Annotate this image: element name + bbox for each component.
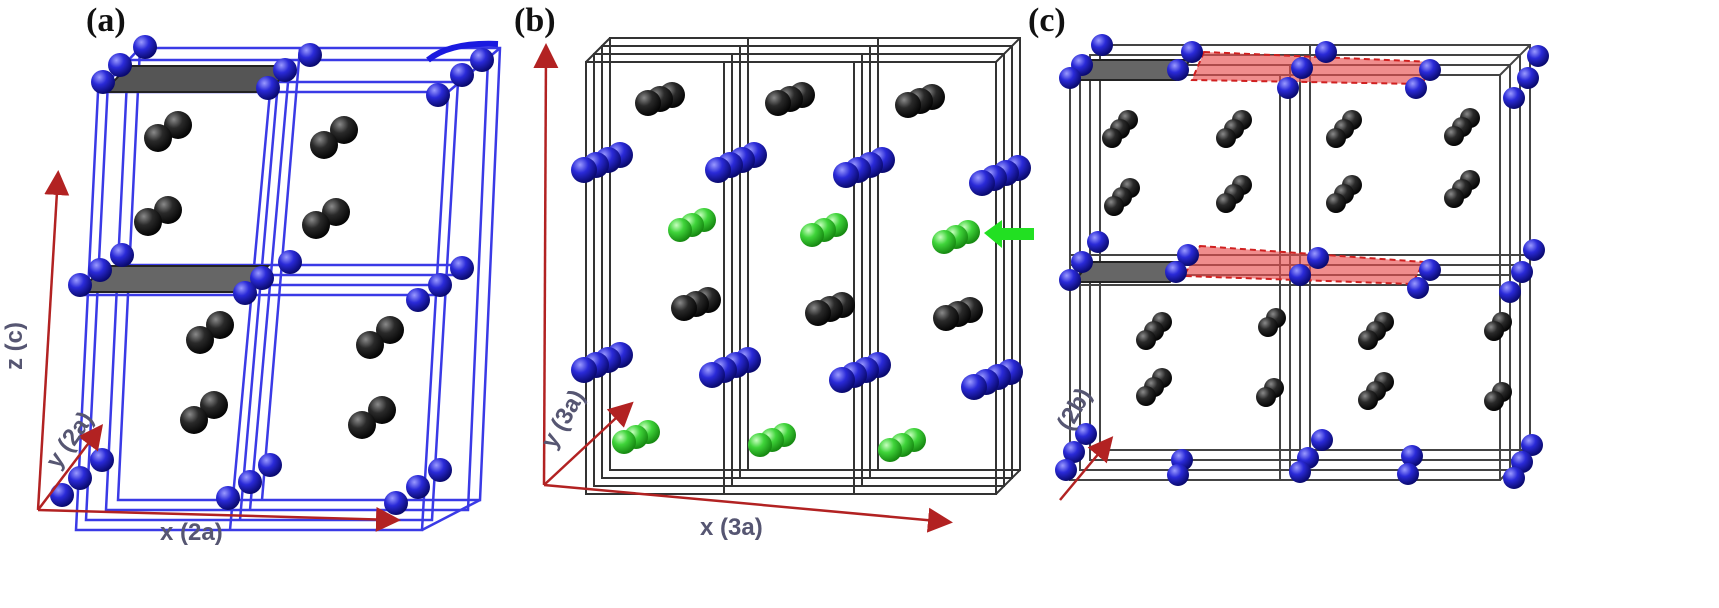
green-atoms [612,208,980,462]
panel-b: (b) [514,0,1140,608]
black-atoms [635,82,983,331]
panel-b-structure: y (3a) x (3a) [533,37,1034,541]
green-arrow-icon [984,220,1034,248]
panel-c: (c) [1028,0,1719,608]
black-atoms [134,111,404,439]
black-cell-frame [585,37,1021,495]
axes-c [1059,436,1114,501]
axes-b [533,43,953,533]
blue-atoms [50,35,494,515]
axis-label-z: z (c) [1,322,28,370]
panel-c-label: (c) [1028,2,1066,39]
panel-a-structure: z (c) y (2a) x (2a) [1,35,502,546]
blue-curved-arrow-icon [426,40,499,63]
axes-a [36,170,401,532]
panel-c-structure: (2b) [1052,34,1549,501]
panel-b-label: (b) [514,2,556,39]
blue-atoms [1055,34,1549,489]
blue-atoms [571,142,1031,400]
panel-a-label: (a) [86,2,126,39]
black-atoms [1102,108,1512,411]
panel-a: (a) [0,0,560,608]
axis-label-x: x (3a) [700,514,763,541]
axis-label-x: x (2a) [160,519,223,546]
